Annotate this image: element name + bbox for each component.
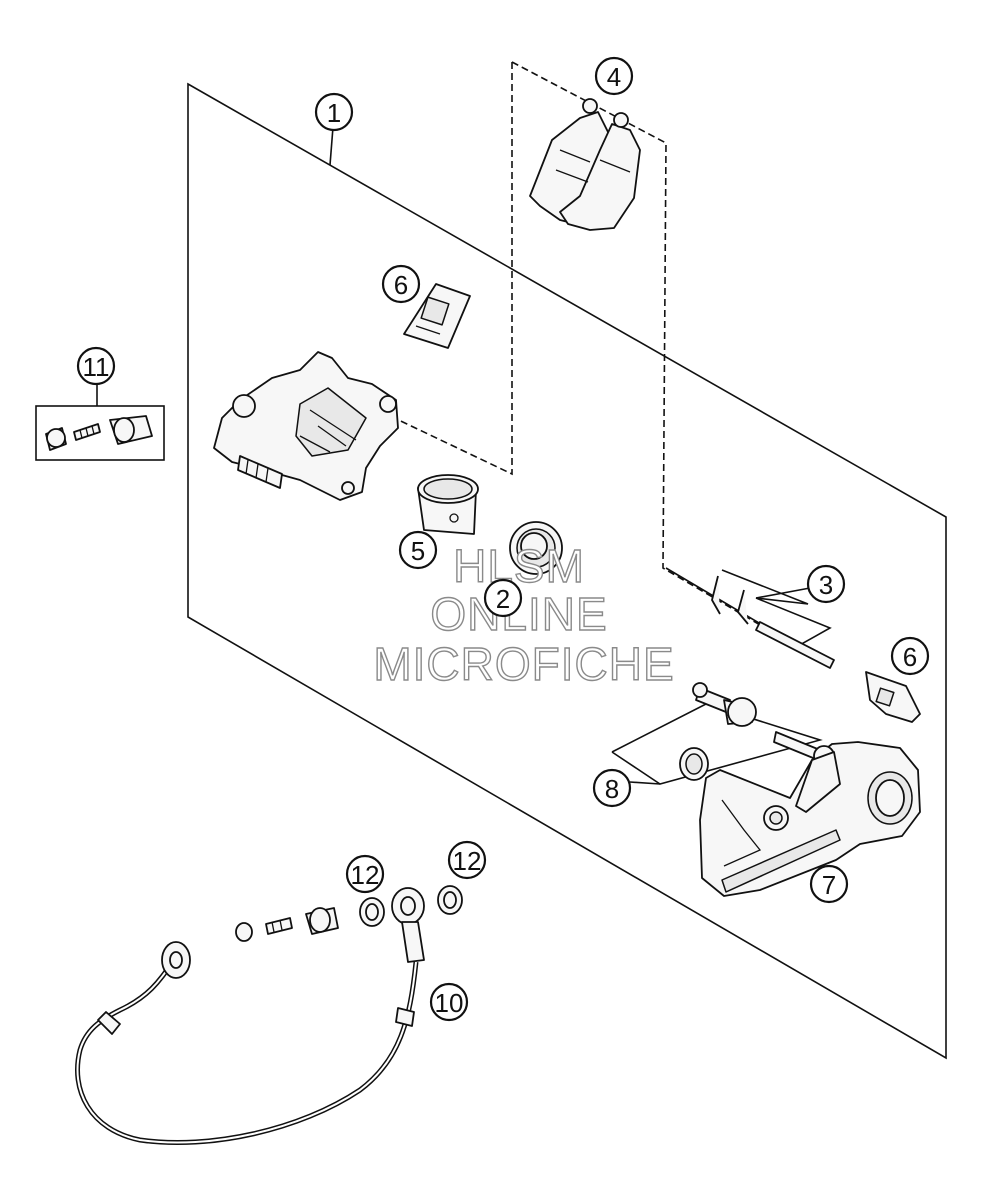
callout-12-left: 12: [345, 854, 385, 894]
svg-text:12: 12: [453, 846, 482, 876]
svg-text:10: 10: [435, 988, 464, 1018]
leader-1: [329, 126, 334, 166]
callout-8: 8: [592, 768, 632, 808]
svg-text:2: 2: [496, 584, 510, 614]
bleeder-screw-kit: [35, 382, 165, 461]
callout-11: 11: [76, 346, 116, 386]
washer-left: [359, 897, 385, 927]
callout-6-right: 6: [890, 636, 930, 676]
brake-pads: [529, 98, 641, 231]
pad-spring-upper: [403, 283, 471, 349]
callout-6-upper: 6: [381, 264, 421, 304]
svg-text:6: 6: [394, 270, 408, 300]
brake-hose: [75, 887, 425, 1146]
callout-4: 4: [594, 56, 634, 96]
callout-7: 7: [809, 864, 849, 904]
washer-right: [437, 885, 463, 915]
svg-text:4: 4: [607, 62, 621, 92]
callout-2: 2: [483, 578, 523, 618]
pin-and-clips: [665, 567, 835, 669]
guide-pin-kit: [611, 682, 823, 785]
callout-1: 1: [314, 92, 354, 132]
leader-8: [629, 781, 661, 785]
bleeder-screw-loose: [235, 907, 339, 942]
svg-text:7: 7: [822, 870, 836, 900]
leader-3: [755, 587, 811, 599]
svg-text:5: 5: [411, 536, 425, 566]
piston: [417, 474, 479, 535]
watermark-line1: HLSM: [453, 540, 585, 592]
callout-10: 10: [429, 982, 469, 1022]
callout-3: 3: [806, 564, 846, 604]
svg-text:8: 8: [605, 774, 619, 804]
svg-text:1: 1: [327, 98, 341, 128]
pad-spring-right: [865, 671, 921, 723]
caliper-carrier: [699, 741, 921, 897]
caliper-body: [213, 351, 399, 501]
seal-kit: [509, 521, 563, 575]
callout-5: 5: [398, 530, 438, 570]
caliper-assembly-frame: [187, 82, 947, 1060]
watermark-line3: MICROFICHE: [373, 638, 674, 690]
pad-group-dashed-frame-left: [385, 62, 513, 476]
svg-text:11: 11: [83, 352, 110, 382]
callout-12-right: 12: [447, 840, 487, 880]
svg-text:3: 3: [819, 570, 833, 600]
svg-text:6: 6: [903, 642, 917, 672]
svg-text:12: 12: [351, 860, 380, 890]
